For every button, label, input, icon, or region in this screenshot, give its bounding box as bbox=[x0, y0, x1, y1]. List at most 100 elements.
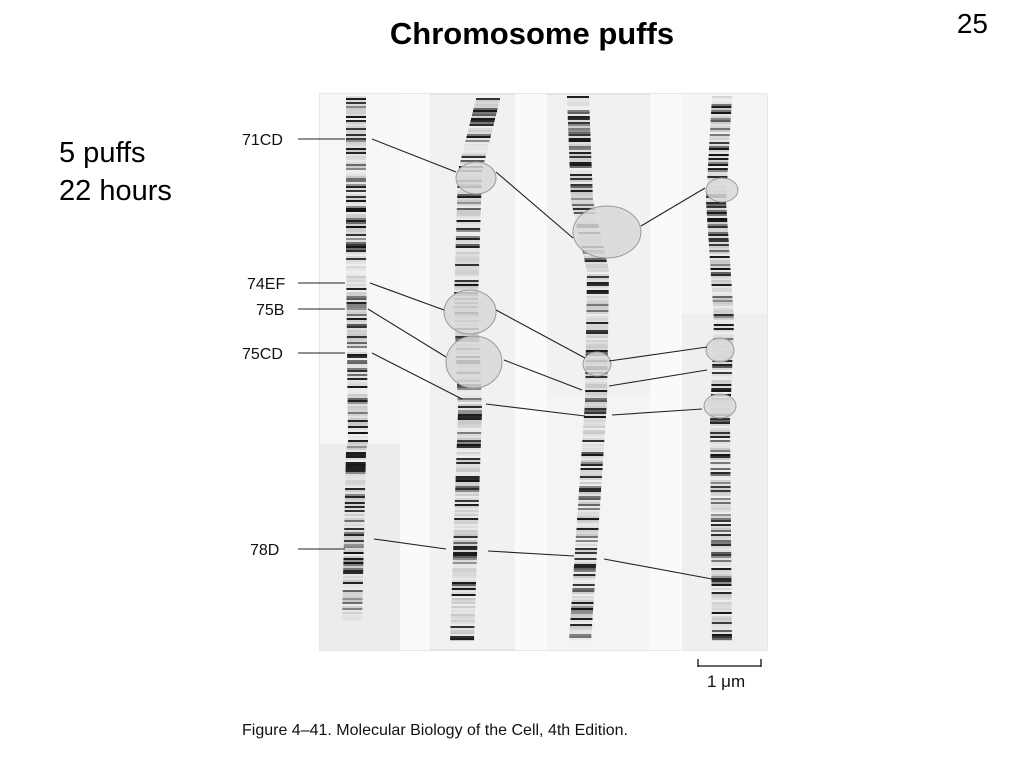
chromosome-band bbox=[457, 420, 482, 423]
chromosome-band bbox=[710, 480, 731, 483]
chromosome-band bbox=[346, 210, 366, 213]
chromosome-band bbox=[584, 260, 607, 263]
chromosome-band bbox=[572, 586, 595, 589]
chromosome-band bbox=[568, 128, 591, 131]
chromosome-band bbox=[710, 120, 731, 123]
chromosome-band bbox=[571, 604, 594, 607]
chromosome-band bbox=[455, 470, 480, 473]
chromosome-band bbox=[567, 120, 590, 123]
chromosome-band bbox=[710, 268, 731, 271]
chromosome-band bbox=[572, 582, 595, 585]
chromosome-band bbox=[454, 288, 479, 291]
chromosome-band bbox=[570, 618, 593, 621]
chromosome-band bbox=[346, 232, 366, 235]
chromosome-band bbox=[582, 434, 605, 437]
chromosome-band bbox=[346, 244, 366, 247]
chromosome-band bbox=[346, 316, 367, 319]
chromosome-band bbox=[708, 164, 729, 167]
chromosome-band bbox=[342, 614, 363, 617]
chromosome-band bbox=[346, 126, 366, 129]
chromosome-band bbox=[346, 198, 366, 201]
chromosome-band bbox=[347, 426, 368, 429]
chromosome-band bbox=[713, 314, 734, 317]
chromosome-band bbox=[457, 422, 482, 425]
chromosome-band bbox=[710, 448, 731, 451]
chromosome-band bbox=[569, 170, 592, 173]
chromosome-band bbox=[710, 124, 731, 127]
chromosome-band bbox=[568, 132, 591, 135]
chromosome-band bbox=[451, 598, 476, 601]
chromosome-band bbox=[711, 552, 732, 555]
chromosome-band bbox=[569, 148, 591, 151]
chromosome-band bbox=[454, 270, 479, 273]
chromosome-band bbox=[586, 308, 609, 311]
chromosome-band bbox=[456, 220, 481, 223]
chromosome-band bbox=[586, 286, 609, 289]
chromosome-band bbox=[453, 550, 478, 553]
chromosome-band bbox=[457, 394, 482, 397]
chromosome-band bbox=[344, 514, 365, 517]
chromosome-band bbox=[583, 418, 606, 421]
chromosome-band bbox=[345, 478, 366, 481]
chromosome-band bbox=[571, 596, 594, 599]
chromosome-band bbox=[570, 180, 593, 183]
chromosome-band bbox=[580, 468, 603, 471]
chromosome-band bbox=[708, 160, 729, 163]
chromosome-band bbox=[707, 224, 728, 227]
chromosome-band bbox=[710, 476, 731, 479]
chromosome-band bbox=[575, 544, 598, 547]
chromosome-band bbox=[346, 96, 366, 99]
chromosome-band bbox=[711, 546, 732, 549]
chromosome-band bbox=[345, 484, 366, 487]
chromosome-band bbox=[571, 600, 594, 603]
chromosome-band bbox=[347, 396, 368, 399]
chromosome-band bbox=[586, 314, 609, 317]
chromosome-band bbox=[456, 446, 481, 449]
chromosome-band bbox=[709, 136, 730, 139]
chromosome-band bbox=[345, 474, 366, 477]
chromosome-band bbox=[582, 444, 605, 447]
chromosome-band bbox=[455, 484, 480, 487]
chromosome-band bbox=[343, 574, 364, 577]
chromosome-band bbox=[569, 172, 592, 175]
chromosome-band bbox=[707, 222, 728, 225]
chromosome-band bbox=[454, 520, 479, 523]
chromosome-band bbox=[711, 558, 732, 561]
chromosome-band bbox=[711, 622, 732, 625]
chromosome-band bbox=[586, 290, 609, 293]
chromosome-band bbox=[579, 486, 602, 489]
slide-notes: 5 puffs 22 hours bbox=[59, 134, 172, 210]
chromosome-band bbox=[711, 532, 731, 535]
chromosome-band bbox=[711, 574, 732, 577]
chromosome-band bbox=[709, 258, 730, 261]
chromosome-band bbox=[346, 330, 367, 333]
chromosome-band bbox=[346, 234, 366, 237]
chromosome-band bbox=[709, 148, 729, 151]
chromosome-band bbox=[457, 194, 482, 197]
chromosome-band bbox=[454, 504, 479, 507]
chromosome-band bbox=[711, 380, 732, 383]
chromosome-band bbox=[450, 634, 475, 637]
chromosome-band bbox=[583, 420, 606, 423]
chromosome-band bbox=[581, 450, 604, 453]
chromosome-band bbox=[451, 588, 476, 591]
chromosome-band bbox=[711, 284, 732, 287]
chromosome-band bbox=[346, 230, 366, 233]
chromosome-band bbox=[712, 300, 733, 303]
chromosome-band bbox=[583, 426, 606, 429]
chromosome-band bbox=[346, 328, 367, 331]
chromosome-band bbox=[712, 96, 732, 99]
chromosome-band bbox=[584, 258, 607, 261]
chromosome-band bbox=[342, 616, 363, 619]
chromosome-band bbox=[570, 622, 593, 625]
chromosome-band bbox=[579, 476, 602, 479]
chromosome-band bbox=[585, 264, 608, 267]
chromosome-band bbox=[708, 240, 729, 243]
chromosome-band bbox=[578, 496, 601, 499]
chromosome-band bbox=[456, 236, 480, 239]
chromosome-band bbox=[710, 472, 731, 475]
chromosome-band bbox=[457, 204, 481, 207]
chromosome-band bbox=[710, 512, 731, 515]
chromosome-band bbox=[346, 268, 367, 271]
chromosome-band bbox=[346, 274, 367, 277]
